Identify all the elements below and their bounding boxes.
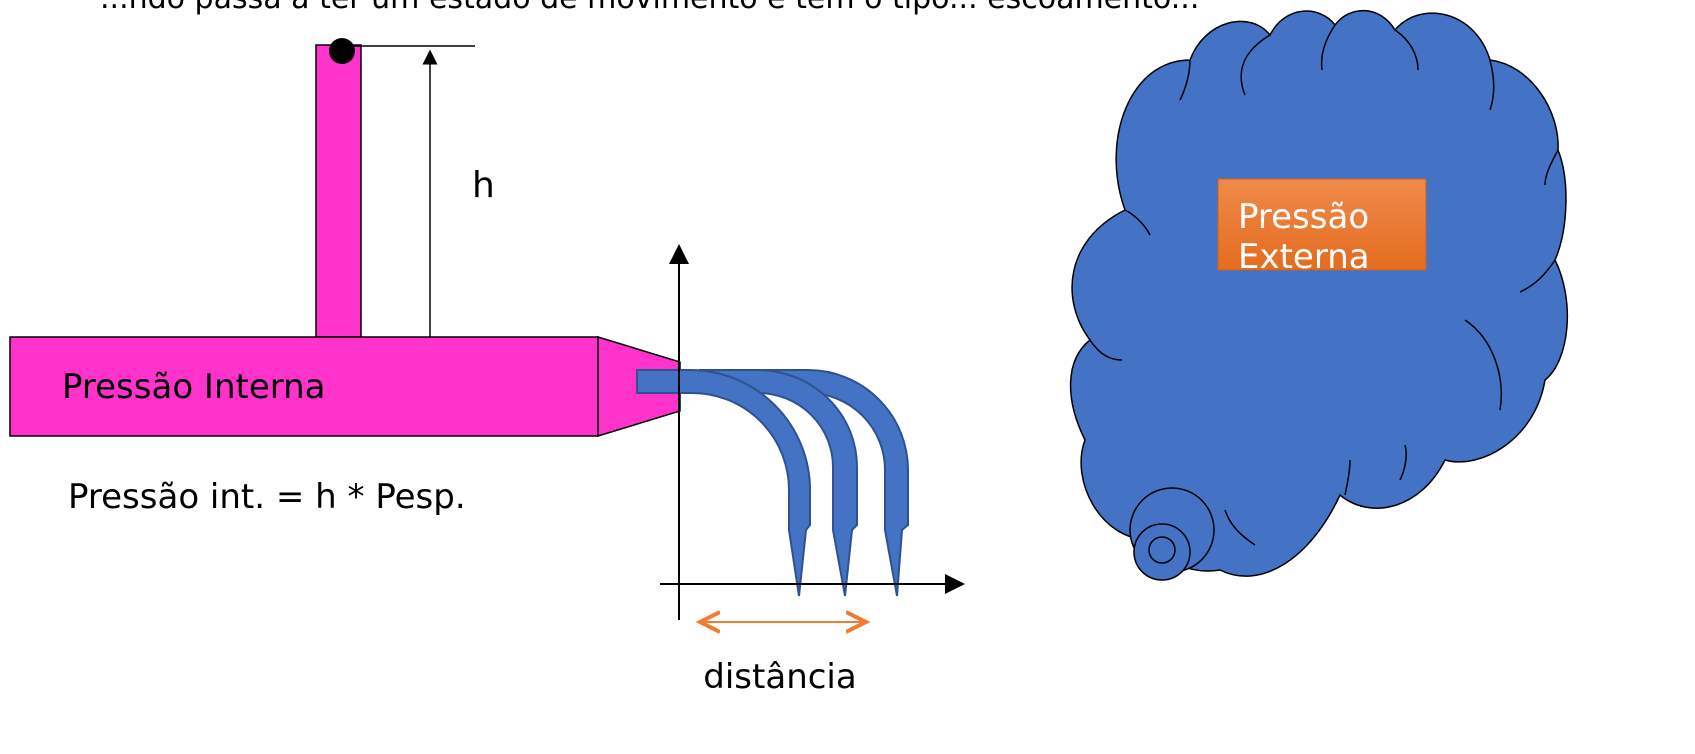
pressure-formula: Pressão int. = h * Pesp.	[68, 477, 466, 517]
internal-pressure-label: Pressão Interna	[62, 367, 326, 407]
cloud-arc	[1320, 24, 1336, 71]
cloud-arc	[1399, 444, 1407, 481]
external-pressure-label-line1: Pressão	[1238, 197, 1369, 237]
external-pressure-label-line2: Externa	[1238, 237, 1370, 277]
cloud-arc	[1124, 209, 1151, 236]
thought-bubbles	[1129, 487, 1215, 581]
tank-body	[9, 336, 599, 437]
distance-label: distância	[703, 657, 856, 697]
jet-2	[699, 369, 858, 597]
cloud-arc	[1224, 509, 1256, 546]
cloud-shape	[1069, 9, 1569, 577]
cropped-header-text: ...ndo passa a ter um estado de moviment…	[100, 0, 1199, 16]
external-pressure-box	[1217, 178, 1427, 271]
cloud-arc	[1344, 459, 1351, 496]
standpipe	[315, 44, 362, 338]
height-label: h	[472, 165, 495, 206]
water-jets	[636, 369, 909, 597]
cloud-arc	[1089, 339, 1123, 361]
cloud-arc	[1489, 59, 1495, 111]
cloud-arc	[1394, 29, 1419, 71]
cloud-arc	[1519, 259, 1556, 293]
cloud-arc	[1240, 34, 1271, 96]
jet-1	[636, 369, 811, 597]
cloud-arc	[1464, 319, 1502, 411]
cloud-arc	[1544, 149, 1559, 186]
external-pressure-cloud	[1069, 9, 1569, 577]
water-level-ball	[329, 38, 355, 64]
thought-bubble-small	[1148, 536, 1176, 564]
cloud-arc	[1179, 59, 1191, 101]
